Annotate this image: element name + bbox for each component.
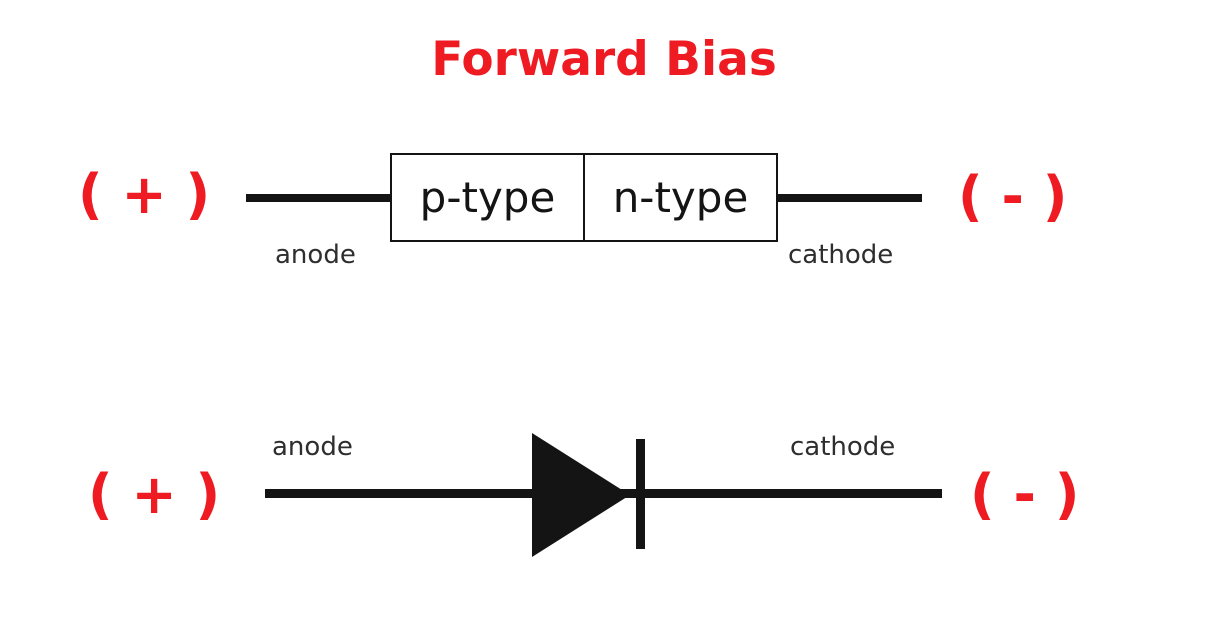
block-cathode-wire	[777, 194, 922, 202]
diode-anode-triangle	[532, 433, 630, 557]
symbol-anode-label: anode	[272, 432, 353, 462]
n-type-region: n-type	[612, 173, 749, 222]
symbol-cathode-label: cathode	[790, 432, 896, 462]
block-negative-terminal: ( - )	[958, 165, 1068, 228]
symbol-negative-terminal: ( - )	[970, 463, 1080, 526]
block-cathode-label: cathode	[788, 240, 894, 270]
diode-cathode-bar	[636, 439, 645, 549]
block-anode-label: anode	[275, 240, 356, 270]
p-type-region: p-type	[392, 155, 585, 240]
block-positive-terminal: ( + )	[78, 163, 211, 226]
block-anode-wire	[246, 194, 391, 202]
page-title: Forward Bias	[431, 32, 777, 87]
pn-junction-box: p-type n-type	[390, 153, 778, 242]
symbol-positive-terminal: ( + )	[88, 463, 221, 526]
